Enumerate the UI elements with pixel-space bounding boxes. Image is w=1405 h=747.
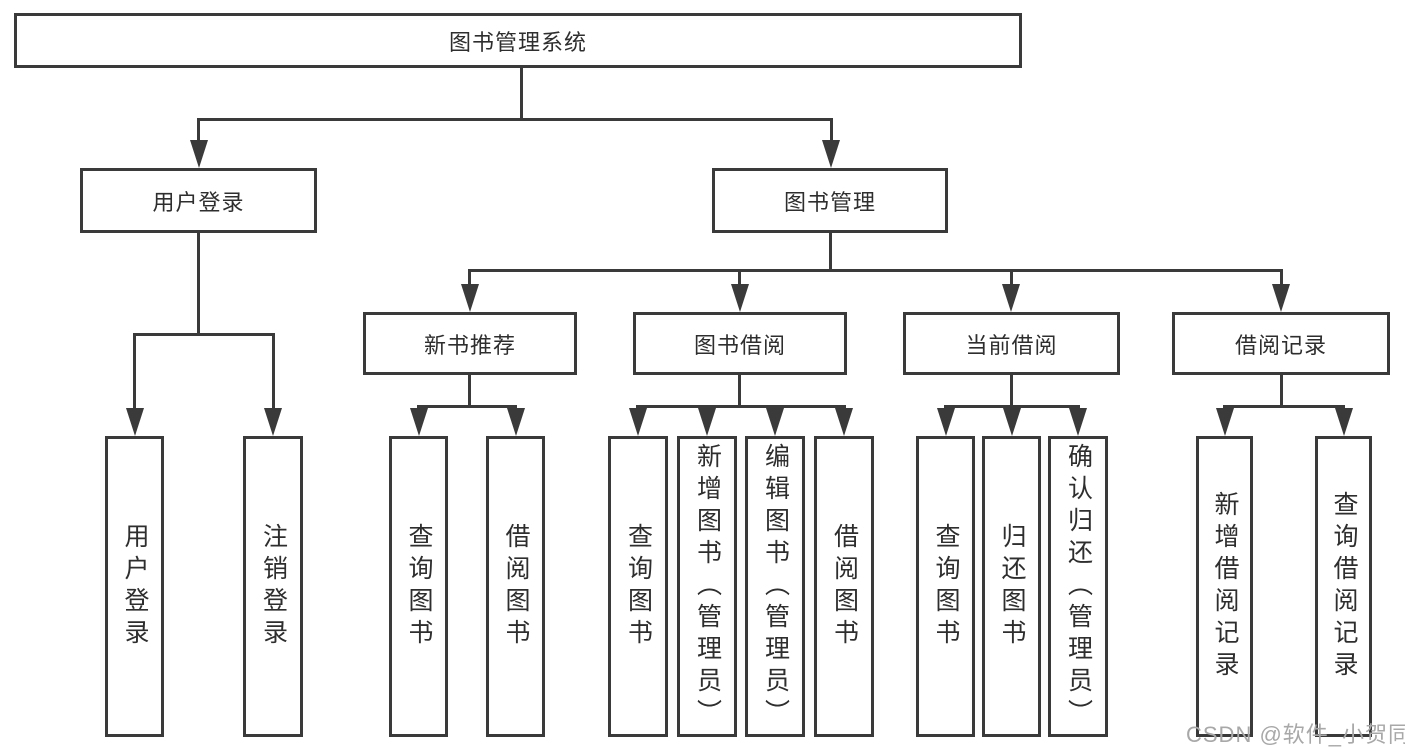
connector-root-stem [520, 66, 523, 120]
connector-level1-horizontal [197, 118, 833, 121]
leaf-query-books: 查询图书 [916, 436, 975, 737]
arrow-down-icon [264, 408, 282, 436]
connector-group-stem [1010, 373, 1013, 407]
arrow-down-icon [822, 140, 840, 168]
leaf-edit-books-admin: 编辑图书（管理员） [745, 436, 805, 737]
node-book-management: 图书管理 [712, 168, 948, 233]
leaf-label: 查询图书 [405, 522, 433, 651]
node-label: 新书推荐 [423, 332, 516, 358]
leaf-query-books: 查询图书 [608, 436, 668, 737]
leaf-add-borrow-record: 新增借阅记录 [1196, 436, 1253, 737]
leaf-label: 编辑图书（管理员） [761, 442, 790, 731]
node-user-login: 用户登录 [80, 168, 317, 233]
connector-level2-horizontal [469, 269, 1283, 272]
connector-leaf-stem [272, 333, 275, 411]
connector-group-arrow-stem [468, 269, 471, 286]
node-root-library-system: 图书管理系统 [14, 13, 1022, 68]
node-current-borrowing: 当前借阅 [903, 312, 1120, 375]
connector-group-horizontal [636, 405, 845, 408]
arrow-down-icon [937, 408, 955, 436]
arrow-down-icon [461, 284, 479, 312]
arrow-down-icon [1216, 408, 1234, 436]
leaf-label: 查询图书 [624, 522, 653, 651]
leaf-return-books: 归还图书 [982, 436, 1041, 737]
leaf-label: 查询借阅记录 [1330, 490, 1358, 683]
leaf-logout: 注销登录 [243, 436, 303, 737]
arrow-down-icon [126, 408, 144, 436]
node-label: 当前借阅 [965, 332, 1058, 358]
connector-group-horizontal [1223, 405, 1345, 408]
leaf-confirm-return-admin: 确认归还（管理员） [1048, 436, 1108, 737]
arrow-down-icon [1272, 284, 1290, 312]
connector-mgmt-stem [829, 231, 832, 271]
leaf-label: 确认归还（管理员） [1064, 442, 1093, 731]
arrow-down-icon [507, 408, 525, 436]
leaf-query-books: 查询图书 [389, 436, 448, 737]
arrow-down-icon [766, 408, 784, 436]
connector-login-horizontal [133, 333, 275, 336]
connector-group-horizontal [417, 405, 517, 408]
connector-login-stem [197, 231, 200, 335]
connector-login-arrow-stem [197, 118, 200, 144]
node-label: 图书借阅 [693, 332, 786, 358]
node-new-book-recommend: 新书推荐 [363, 312, 577, 375]
node-book-borrowing: 图书借阅 [633, 312, 847, 375]
arrow-down-icon [1003, 408, 1021, 436]
leaf-label: 借阅图书 [502, 522, 530, 651]
arrow-down-icon [1335, 408, 1353, 436]
arrow-down-icon [1002, 284, 1020, 312]
leaf-label: 用户登录 [121, 522, 149, 651]
arrow-down-icon [698, 408, 716, 436]
leaf-label: 查询图书 [932, 522, 960, 651]
leaf-borrow-books: 借阅图书 [486, 436, 545, 737]
arrow-down-icon [190, 140, 208, 168]
csdn-watermark: CSDN @软件_小贺同学 [1186, 722, 1405, 747]
leaf-user-login: 用户登录 [105, 436, 164, 737]
arrow-down-icon [731, 284, 749, 312]
leaf-add-books-admin: 新增图书（管理员） [677, 436, 737, 737]
leaf-query-borrow-record: 查询借阅记录 [1315, 436, 1372, 737]
arrow-down-icon [410, 408, 428, 436]
leaf-label: 新增借阅记录 [1211, 490, 1239, 683]
arrow-down-icon [1069, 408, 1087, 436]
arrow-down-icon [629, 408, 647, 436]
connector-group-arrow-stem [1010, 269, 1013, 286]
node-borrowing-records: 借阅记录 [1172, 312, 1390, 375]
connector-mgmt-arrow-stem [830, 118, 833, 144]
leaf-label: 归还图书 [998, 522, 1026, 651]
leaf-label: 注销登录 [259, 522, 288, 651]
leaf-label: 新增图书（管理员） [693, 442, 722, 731]
connector-group-arrow-stem [1280, 269, 1283, 286]
connector-group-stem [1280, 373, 1283, 407]
leaf-label: 借阅图书 [830, 522, 859, 651]
node-book-management-label: 图书管理 [783, 189, 876, 215]
connector-leaf-stem [133, 333, 136, 411]
node-user-login-label: 用户登录 [152, 189, 245, 215]
leaf-borrow-books: 借阅图书 [814, 436, 874, 737]
connector-group-stem [468, 373, 471, 407]
node-root-label: 图书管理系统 [448, 29, 587, 55]
connector-group-arrow-stem [738, 269, 741, 286]
arrow-down-icon [835, 408, 853, 436]
node-label: 借阅记录 [1234, 332, 1327, 358]
connector-group-stem [738, 373, 741, 407]
